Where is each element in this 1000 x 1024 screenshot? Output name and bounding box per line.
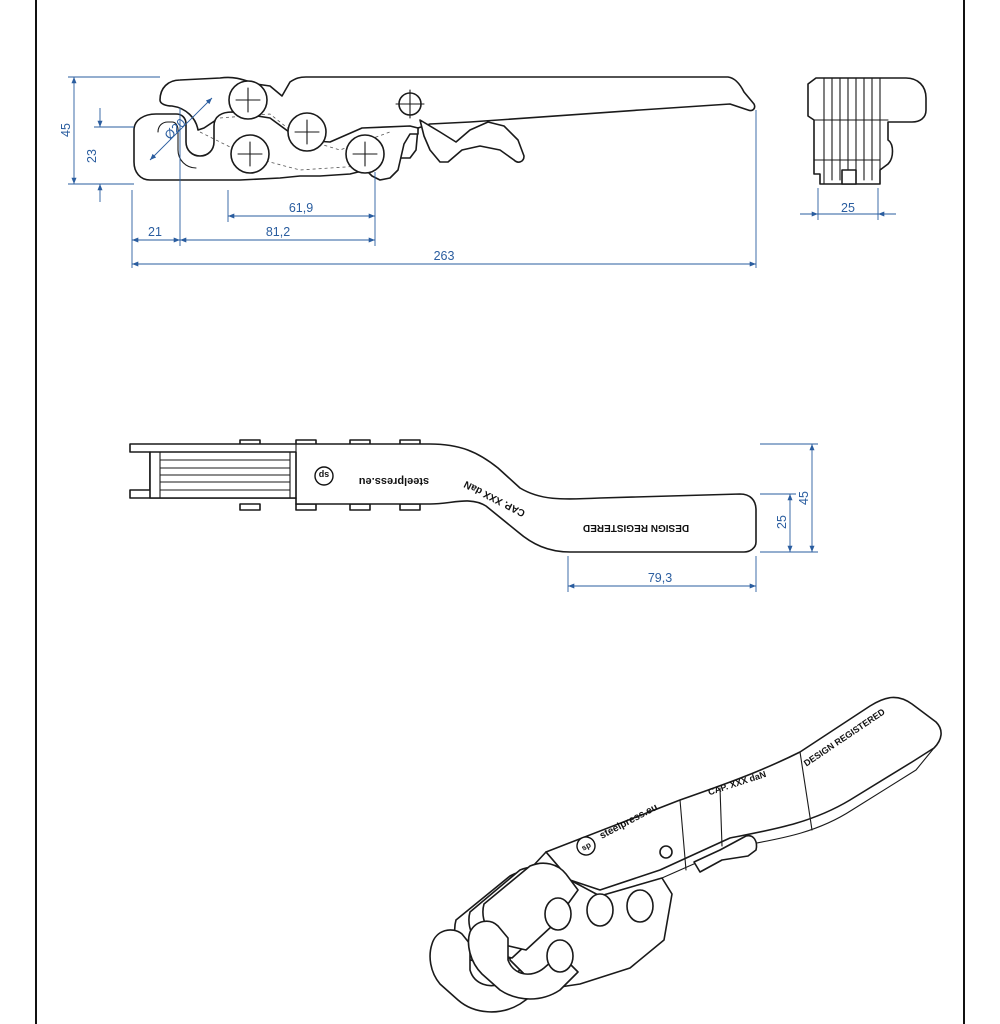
dim-pin-to-pin: 61,9 xyxy=(289,201,313,215)
dim-offset: 21 xyxy=(148,225,162,239)
top-view-lug xyxy=(399,503,421,511)
dim-height-total: 45 xyxy=(59,123,73,137)
iso-pin-2 xyxy=(586,893,614,927)
side-view-outline xyxy=(807,77,927,185)
front-view xyxy=(133,76,756,181)
dim-side-width: 25 xyxy=(841,201,855,215)
dim-height-jaw: 23 xyxy=(85,149,99,163)
front-view-pivot-mark xyxy=(395,89,425,119)
svg-text:sp: sp xyxy=(580,840,593,852)
front-view-dimensions: 45 23 Ø20 61,9 21 81,2 263 xyxy=(59,76,757,268)
iso-logo: sp xyxy=(576,836,596,856)
svg-text:sp: sp xyxy=(318,470,329,480)
dim-top-tip-width: 25 xyxy=(775,515,789,529)
top-view-lug xyxy=(295,503,317,511)
top-view: sp steelpress.eu CAP. XXX daN DESIGN REG… xyxy=(129,439,757,553)
side-view-dimensions: 25 xyxy=(800,188,896,220)
side-view xyxy=(807,77,927,185)
front-view-pin-4 xyxy=(345,134,385,174)
front-view-trigger xyxy=(419,119,525,163)
front-view-pin-2 xyxy=(287,112,327,152)
dim-hook-to-pin: 81,2 xyxy=(266,225,290,239)
front-view-pin-3 xyxy=(230,134,270,174)
iso-trigger xyxy=(693,834,758,873)
top-view-design-text: DESIGN REGISTERED xyxy=(583,522,689,533)
top-view-lug xyxy=(349,503,371,511)
top-view-logo: sp xyxy=(314,466,334,486)
dim-overall-length: 263 xyxy=(434,249,455,263)
front-view-pin-1 xyxy=(228,80,268,120)
isometric-view: sp steelpress.eu CAP. XXX daN DESIGN REG… xyxy=(429,696,942,1013)
top-view-lug xyxy=(239,503,261,511)
dim-top-handle-length: 79,3 xyxy=(648,571,672,585)
iso-pin-1 xyxy=(544,897,572,931)
top-view-dimensions: 25 45 79,3 xyxy=(567,443,818,592)
iso-pivot xyxy=(659,845,673,859)
iso-pin-4 xyxy=(546,939,574,973)
dim-top-total-width: 45 xyxy=(797,491,811,505)
top-view-brand-text: steelpress.eu xyxy=(359,475,429,487)
iso-handle xyxy=(545,696,942,891)
iso-pin-3 xyxy=(626,889,654,923)
